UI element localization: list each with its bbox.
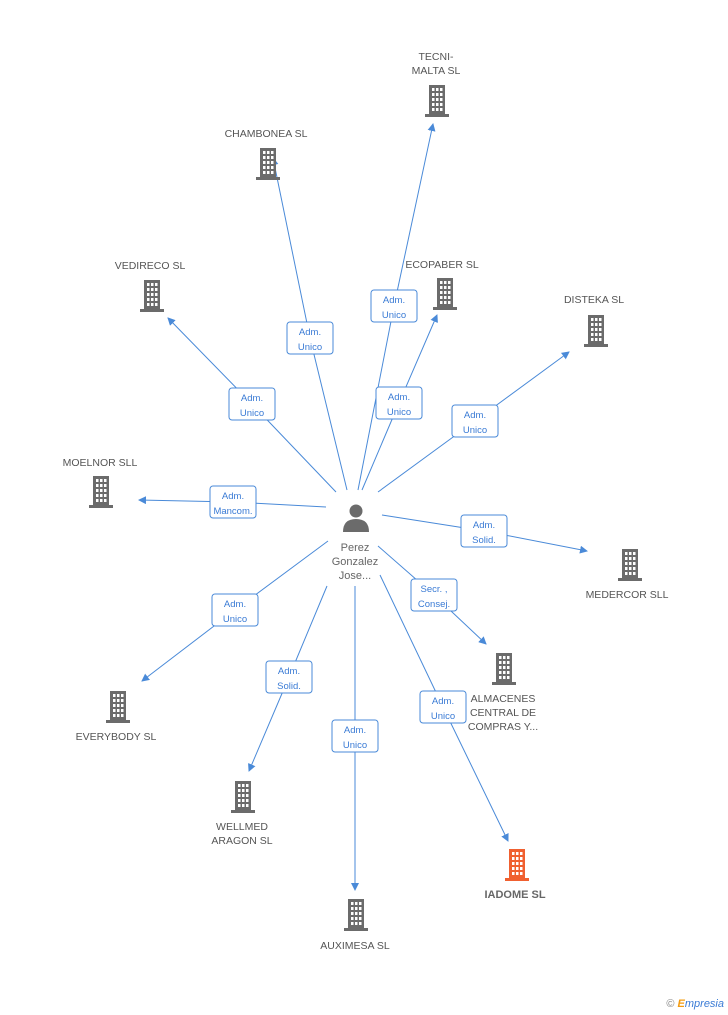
company-label: ARAGON SL	[211, 835, 272, 847]
building-icon	[618, 549, 642, 581]
building-icon	[344, 899, 368, 931]
company-node-almacenes[interactable]: ALMACENES CENTRAL DE COMPRAS Y...	[468, 653, 538, 733]
company-label: MOELNOR SLL	[63, 457, 138, 469]
role-text: Adm.	[224, 599, 246, 610]
company-label: COMPRAS Y...	[468, 721, 538, 733]
company-label: AUXIMESA SL	[320, 940, 390, 952]
building-icon	[106, 691, 130, 723]
role-badge-ecopaber[interactable]: Adm. Unico	[375, 386, 423, 420]
role-badge-wellmed[interactable]: Adm. Solid.	[265, 660, 313, 694]
company-node-wellmed[interactable]: WELLMED ARAGON SL	[211, 781, 273, 847]
role-text: Mancom.	[213, 506, 252, 517]
company-label: CHAMBONEA SL	[225, 128, 308, 140]
building-icon	[584, 315, 608, 347]
company-node-moelnor[interactable]: MOELNOR SLL	[63, 457, 138, 508]
person-body-icon	[343, 519, 369, 532]
role-badge-auximesa[interactable]: Adm. Unico	[331, 719, 379, 753]
company-label: ALMACENES	[471, 693, 536, 705]
role-text: Adm.	[278, 666, 300, 677]
company-label: MEDERCOR SLL	[586, 589, 669, 601]
empresia-brand-logo: © Empresia	[666, 998, 724, 1010]
role-text: Consej.	[418, 599, 450, 610]
person-node[interactable]: PerezGonzalezJose...	[332, 504, 378, 583]
company-label: ECOPABER SL	[405, 259, 478, 271]
company-node-medercor[interactable]: MEDERCOR SLL	[586, 549, 669, 601]
role-text: Adm.	[222, 491, 244, 502]
role-text: Solid.	[277, 681, 301, 692]
role-text: Unico	[387, 407, 411, 418]
company-node-disteka[interactable]: DISTEKA SL	[564, 294, 624, 347]
company-label: TECNI-	[419, 51, 455, 63]
role-badge-chambonea[interactable]: Adm. Unico	[286, 321, 334, 355]
role-badge-iadome[interactable]: Adm. Unico	[419, 690, 467, 724]
role-text: Unico	[343, 740, 367, 751]
building-icon	[140, 280, 164, 312]
brand-initial: E	[677, 998, 685, 1010]
role-text: Secr. ,	[421, 584, 448, 595]
person-name-line: Gonzalez	[332, 556, 378, 568]
role-badge-everybody[interactable]: Adm. Unico	[211, 593, 259, 627]
building-icon	[492, 653, 516, 685]
company-label: VEDIRECO SL	[115, 260, 186, 272]
company-label: WELLMED	[216, 821, 268, 833]
role-text: Adm.	[388, 392, 410, 403]
building-icon	[256, 148, 280, 180]
company-node-everybody[interactable]: EVERYBODY SL	[76, 691, 157, 743]
company-label: EVERYBODY SL	[76, 731, 157, 743]
person-name-line: Perez	[341, 542, 370, 554]
brand-name: mpresia	[684, 998, 724, 1010]
role-text: Adm.	[299, 327, 321, 338]
company-node-auximesa[interactable]: AUXIMESA SL	[320, 899, 390, 952]
role-text: Adm.	[473, 520, 495, 531]
copyright-icon: ©	[666, 998, 675, 1010]
company-label: DISTEKA SL	[564, 294, 624, 306]
role-badge-moelnor[interactable]: Adm. Mancom.	[209, 485, 257, 519]
company-node-ecopaber[interactable]: ECOPABER SL	[405, 259, 479, 310]
building-icon	[89, 476, 113, 508]
building-icon	[425, 85, 449, 117]
role-text: Adm.	[383, 295, 405, 306]
role-text: Unico	[382, 310, 406, 321]
person-name-line: Jose...	[339, 570, 371, 582]
role-text: Adm.	[344, 725, 366, 736]
role-badge-disteka[interactable]: Adm. Unico	[451, 404, 499, 438]
role-text: Unico	[223, 614, 247, 625]
company-node-iadome[interactable]: IADOME SL	[484, 849, 546, 901]
role-text: Unico	[431, 711, 455, 722]
role-text: Solid.	[472, 535, 496, 546]
company-node-vedireco[interactable]: VEDIRECO SL	[115, 260, 186, 312]
role-badge-vedireco[interactable]: Adm. Unico	[228, 387, 276, 421]
role-text: Unico	[298, 342, 322, 353]
company-label: MALTA SL	[412, 65, 461, 77]
role-badge-tecni-malta[interactable]: Adm. Unico	[370, 289, 418, 323]
role-text: Adm.	[241, 393, 263, 404]
role-text: Unico	[463, 425, 487, 436]
company-label: IADOME SL	[484, 889, 545, 901]
role-badge-medercor[interactable]: Adm. Solid.	[460, 514, 508, 548]
company-node-tecni-malta[interactable]: TECNI- MALTA SL	[412, 51, 461, 117]
building-icon	[505, 849, 529, 881]
role-badge-almacenes[interactable]: Secr. , Consej.	[410, 578, 458, 612]
person-icon	[349, 504, 363, 518]
building-icon	[231, 781, 255, 813]
company-node-chambonea[interactable]: CHAMBONEA SL	[225, 128, 308, 180]
role-text: Unico	[240, 408, 264, 419]
role-text: Adm.	[432, 696, 454, 707]
building-icon	[433, 278, 457, 310]
role-text: Adm.	[464, 410, 486, 421]
company-label: CENTRAL DE	[470, 707, 536, 719]
